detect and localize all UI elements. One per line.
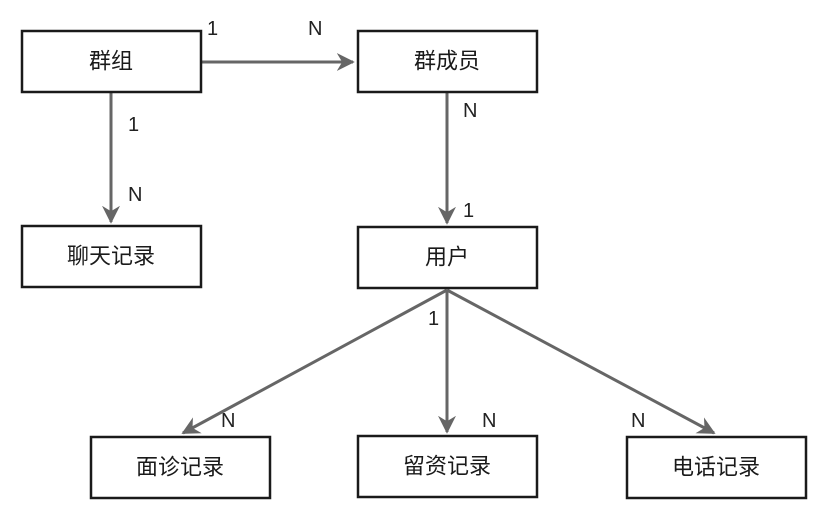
entity-user-label: 用户 — [425, 246, 469, 271]
cardinality-user-interview-to: N — [221, 410, 235, 432]
entity-group-label: 群组 — [89, 50, 133, 75]
entity-group-member: 群成员 — [356, 29, 539, 94]
entity-message-record-label: 留资记录 — [403, 455, 491, 480]
entity-phone-record: 电话记录 — [625, 435, 808, 500]
cardinality-member-user-from: N — [463, 100, 477, 122]
cardinality-group-member-from: 1 — [207, 18, 218, 40]
entity-interview-record: 面诊记录 — [89, 435, 272, 500]
cardinality-group-chat-from: 1 — [128, 114, 139, 136]
cardinality-group-member-to: N — [308, 18, 322, 40]
entity-user: 用户 — [356, 225, 539, 290]
entity-group: 群组 — [20, 29, 203, 94]
cardinality-member-user-to: 1 — [463, 200, 474, 222]
entity-group-member-label: 群成员 — [414, 50, 480, 75]
edge-user-to-phone-record — [446, 288, 716, 435]
cardinality-user-phone-to: N — [631, 410, 645, 432]
entity-chat-record-label: 聊天记录 — [67, 245, 155, 270]
edge-user-to-interview-record — [181, 288, 448, 435]
entity-chat-record: 聊天记录 — [20, 224, 203, 289]
cardinality-user-interview-from: 1 — [428, 308, 439, 330]
entity-phone-record-label: 电话记录 — [672, 456, 760, 481]
entity-message-record: 留资记录 — [356, 434, 539, 499]
entity-interview-record-label: 面诊记录 — [136, 456, 224, 481]
cardinality-group-chat-to: N — [128, 184, 142, 206]
cardinality-user-message-to: N — [482, 410, 496, 432]
